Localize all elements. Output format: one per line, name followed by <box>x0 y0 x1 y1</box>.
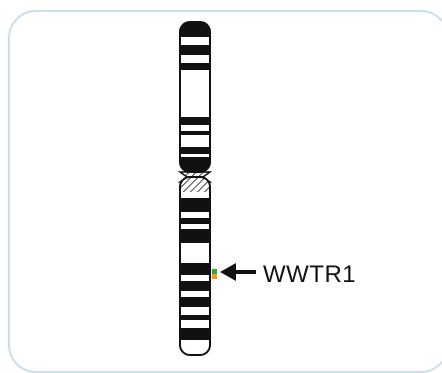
band <box>180 177 210 192</box>
arrow-left-icon <box>220 263 256 281</box>
band <box>180 22 210 37</box>
band <box>180 328 210 340</box>
q-arm <box>180 177 210 355</box>
band <box>180 63 210 70</box>
gene-label: WWTR1 <box>263 261 357 288</box>
band <box>180 157 210 172</box>
band <box>180 315 210 320</box>
band <box>180 218 210 224</box>
band <box>180 281 210 291</box>
band <box>180 198 210 212</box>
p-arm <box>180 22 210 172</box>
figure-frame <box>8 10 442 373</box>
band <box>180 45 210 55</box>
band <box>180 297 210 307</box>
gene-locus-marker <box>212 269 217 279</box>
band <box>180 117 210 125</box>
band <box>180 263 210 275</box>
band <box>180 229 210 243</box>
band <box>180 131 210 135</box>
band <box>180 147 210 154</box>
